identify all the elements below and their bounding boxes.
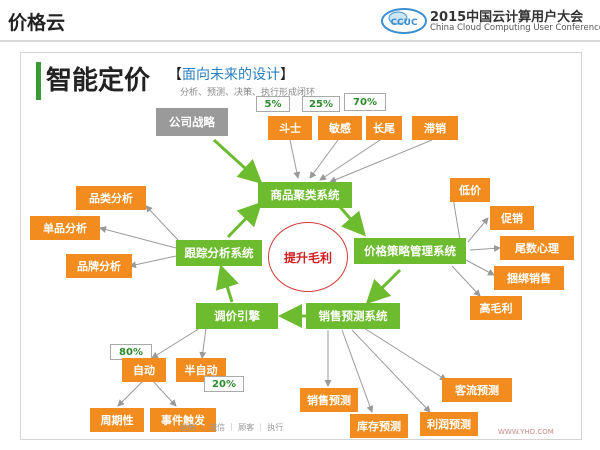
price-engine-node: 调价引擎 — [196, 303, 278, 329]
subtitle-bracket-close: 】 — [280, 67, 294, 83]
header-divider — [0, 40, 600, 42]
forecast-profit: 利润预测 — [420, 412, 478, 436]
group-slow-moving: 滞销 — [412, 116, 458, 140]
pct-long-tail: 70% — [344, 93, 386, 111]
header-bar — [0, 0, 600, 42]
main-cycle-arrows — [212, 138, 402, 328]
pricing-strategy-node: 价格策略管理系统 — [354, 238, 466, 264]
subtitle-bracket-open: 【 — [168, 67, 182, 83]
forecast-traffic: 客流预测 — [442, 378, 512, 402]
forecast-sales: 销售预测 — [300, 388, 358, 412]
slide-title: 智能定价 — [46, 66, 151, 96]
group-long-tail: 长尾 — [366, 116, 402, 140]
footer-values: 创新 ｜ 诚信 ｜ 顾客 ｜ 执行 — [180, 423, 284, 432]
logo-text: CCUC — [390, 18, 418, 28]
slide-description: 分析、预测、决策、执行形成闭环 — [180, 88, 316, 98]
trigger-event: 事件触发 — [150, 408, 216, 432]
analysis-brand: 品牌分析 — [66, 254, 132, 278]
strategy-node: 公司战略 — [156, 108, 228, 136]
subtitle-text: 面向未来的设计 — [182, 67, 280, 83]
group-fighter: 斗士 — [268, 116, 312, 140]
ccuc-logo-icon: CCUC — [381, 8, 427, 34]
mode-auto: 自动 — [122, 358, 166, 382]
group-sensitive: 敏感 — [318, 116, 362, 140]
output-low-price: 低价 — [450, 178, 490, 202]
analysis-item: 单品分析 — [30, 216, 100, 240]
output-bundle-sales: 捆绑销售 — [494, 266, 564, 290]
branch-arrows — [99, 139, 501, 413]
output-price-ending: 尾数心理 — [500, 236, 574, 260]
output-high-margin: 高毛利 — [470, 296, 522, 320]
output-promotion: 促销 — [490, 206, 534, 230]
forecast-inventory: 库存预测 — [350, 414, 408, 438]
watermark: WWW.YHD.COM — [498, 428, 554, 436]
analysis-category: 品类分析 — [76, 186, 146, 210]
category-clustering-node: 商品聚类系统 — [258, 182, 352, 208]
conference-subtitle: China Cloud Computing User Conference — [430, 23, 600, 33]
tracking-analysis-node: 跟踪分析系统 — [176, 240, 262, 266]
trigger-periodic: 周期性 — [90, 408, 144, 432]
slide-subtitle: 【面向未来的设计】 — [168, 64, 294, 84]
pct-semi-auto: 20% — [204, 376, 244, 392]
sales-forecast-node: 销售预测系统 — [306, 303, 400, 329]
conference-title: 2015中国云计算用户大会 — [430, 10, 584, 25]
brand-name: 价格云 — [8, 12, 66, 34]
pct-sensitive: 25% — [302, 96, 340, 112]
pct-fighter: 5% — [256, 96, 290, 112]
center-goal: 提升毛利 — [268, 222, 348, 292]
title-accent-bar — [36, 62, 41, 100]
